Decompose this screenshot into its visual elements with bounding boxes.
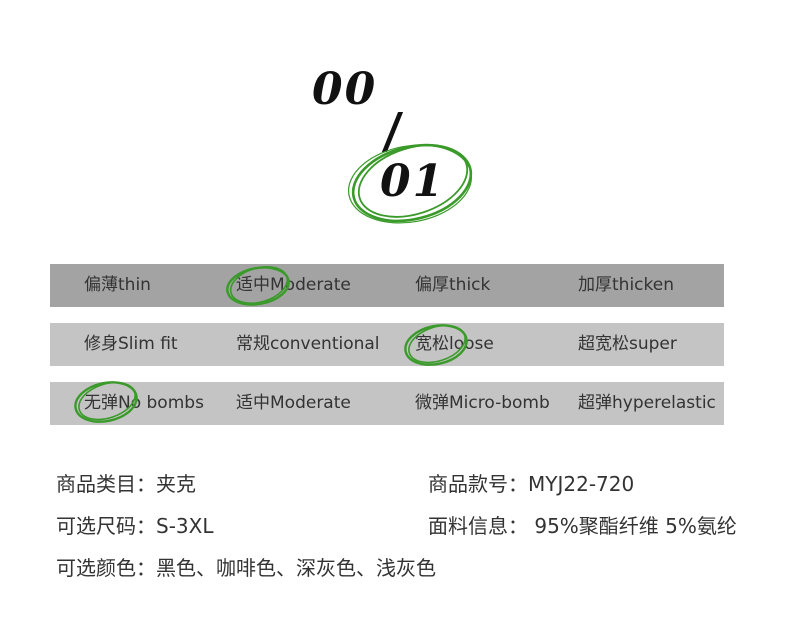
fit-band: 修身Slim fit 常规conventional 宽松loose 超宽松sup… [50, 323, 724, 366]
thickness-band: 偏薄thin 适中Moderate 偏厚thick 加厚thicken [50, 264, 724, 307]
product-colors: 可选颜色：黑色、咖啡色、深灰色、浅灰色 [56, 556, 436, 580]
index-current: 01 [380, 156, 446, 207]
product-item-number: 商品款号：MYJ22-720 [428, 472, 635, 496]
product-category: 商品类目：夹克 [56, 472, 196, 496]
elasticity-band: 无弹No bombs 适中Moderate 微弹Micro-bomb 超弹hyp… [50, 382, 724, 425]
elasticity-option-moderate: 适中Moderate [236, 393, 351, 413]
product-sizes: 可选尺码：S-3XL [56, 514, 214, 538]
page-index: 00 01 [0, 0, 790, 250]
elasticity-option-micro: 微弹Micro-bomb [415, 393, 550, 413]
fit-option-super-loose: 超宽松super [578, 334, 677, 354]
index-divider [381, 112, 404, 152]
index-total: 00 [312, 64, 378, 115]
elasticity-option-hyper: 超弹hyperelastic [578, 393, 716, 413]
thickness-option-moderate: 适中Moderate [236, 275, 351, 295]
fit-option-slim: 修身Slim fit [84, 334, 178, 354]
thickness-option-thin: 偏薄thin [84, 275, 151, 295]
thickness-option-thicken: 加厚thicken [578, 275, 674, 295]
thickness-option-thick: 偏厚thick [415, 275, 491, 295]
fit-option-loose: 宽松loose [415, 334, 494, 354]
elasticity-option-none: 无弹No bombs [84, 393, 204, 413]
product-fabric: 面料信息： 95%聚酯纤维 5%氨纶 [428, 514, 737, 538]
fit-option-conventional: 常规conventional [236, 334, 380, 354]
